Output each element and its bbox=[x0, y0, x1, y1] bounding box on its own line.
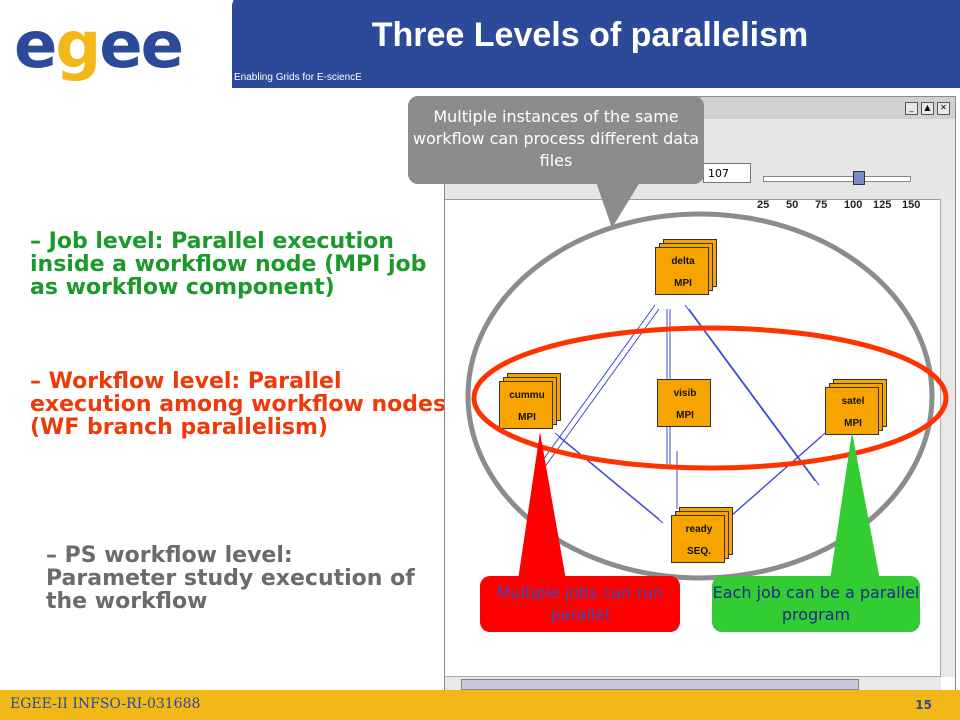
slider-tick-label: 150 bbox=[902, 199, 921, 211]
slider-tick-label: 50 bbox=[786, 199, 799, 211]
link bbox=[558, 436, 664, 524]
footer-text: EGEE-II INFSO-RI-031688 bbox=[10, 696, 201, 712]
slide-header: egee Enabling Grids for E-sciencE Three … bbox=[0, 0, 960, 88]
slider-tick-label: 75 bbox=[815, 199, 828, 211]
slide-title: Three Levels of parallelism bbox=[371, 16, 809, 54]
link bbox=[720, 436, 822, 526]
slide-footer bbox=[0, 690, 960, 720]
callout-instances: Multiple instances of the same workflow … bbox=[408, 96, 704, 184]
slider-tick-label: 100 bbox=[844, 199, 863, 211]
bullet-ps-workflow-level: – PS workflow level: Parameter study exe… bbox=[46, 543, 415, 614]
bullet-workflow-level: – Workflow level: Parallel execution amo… bbox=[30, 369, 447, 440]
slider-tick-label: 125 bbox=[873, 199, 892, 211]
slider-thumb[interactable] bbox=[853, 171, 866, 185]
instances-field[interactable]: 107 bbox=[703, 163, 751, 183]
close-icon[interactable]: ✕ bbox=[937, 102, 950, 115]
page-number: 15 bbox=[915, 698, 932, 712]
bullet-job-level: – Job level: Parallel execution inside a… bbox=[30, 229, 427, 300]
minimize-icon[interactable]: _ bbox=[905, 102, 918, 115]
tagline: Enabling Grids for E-sciencE bbox=[234, 72, 362, 83]
slider-tick-label: 25 bbox=[757, 199, 770, 211]
egee-logo: egee bbox=[14, 9, 184, 83]
scrollbar-thumb[interactable] bbox=[461, 679, 859, 690]
callout-parallel-program: Each job can be a parallel program bbox=[712, 576, 920, 632]
link bbox=[554, 432, 660, 520]
instances-slider[interactable] bbox=[763, 176, 911, 182]
callout-multiple-jobs: Multiple jobs can run parallel bbox=[480, 576, 680, 632]
vertical-scrollbar[interactable] bbox=[940, 199, 955, 677]
header-bar bbox=[232, 0, 960, 88]
maximize-icon[interactable]: ▲ bbox=[921, 102, 934, 115]
horizontal-scrollbar[interactable] bbox=[445, 676, 941, 691]
